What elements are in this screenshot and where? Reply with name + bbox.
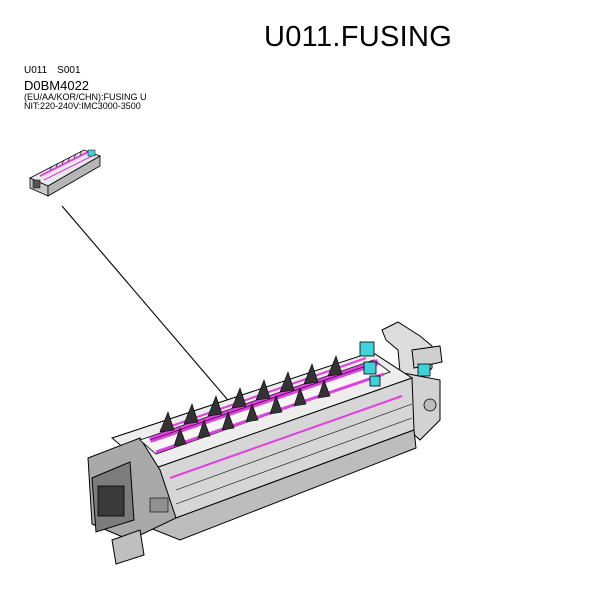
- part-codes: U011 S001: [24, 66, 147, 78]
- item-code: S001: [57, 65, 81, 76]
- page-title: U011.FUSING: [264, 21, 453, 53]
- part-number: D0BM4022: [24, 78, 90, 93]
- fusing-unit-thumbnail-icon[interactable]: [29, 149, 101, 197]
- fusing-unit-illustration[interactable]: [87, 321, 443, 565]
- unit-code: U011: [24, 65, 48, 76]
- part-description-line2: NIT:220-240V:IMC3000-3500: [24, 101, 141, 111]
- part-label: U011 S001 D0BM4022 (EU/AA/KOR/CHN):FUSING…: [24, 66, 147, 111]
- part-description-line1: (EU/AA/KOR/CHN):FUSING U: [24, 92, 147, 102]
